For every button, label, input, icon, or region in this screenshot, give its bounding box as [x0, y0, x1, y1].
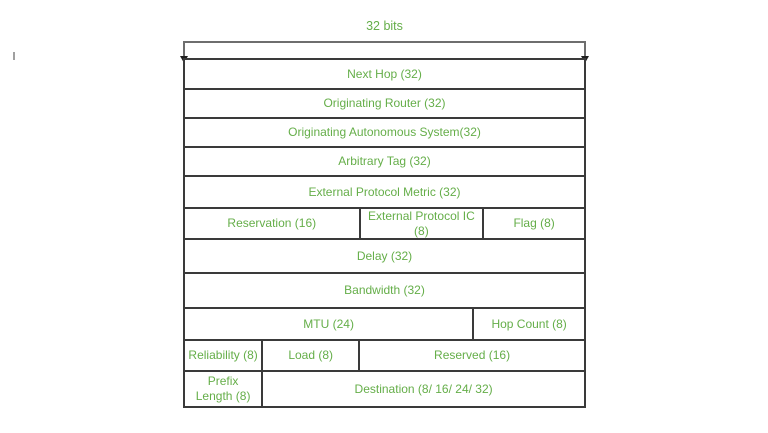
field-reliability: Reliability (8) — [185, 341, 264, 370]
field-originating-autonomous-system: Originating Autonomous System(32) — [288, 125, 481, 139]
field-external-protocol-metric: External Protocol Metric (32) — [308, 184, 461, 199]
table-row: Bandwidth (32) — [185, 274, 584, 309]
packet-format-table: Next Hop (32) Originating Router (32) Or… — [183, 58, 586, 408]
field-reserved: Reserved (16) — [434, 348, 511, 362]
table-row: External Protocol Metric (32) — [185, 177, 584, 209]
stray-tick-mark — [13, 52, 15, 60]
field-flag: Flag (8) — [513, 216, 555, 230]
field-reservation: Reservation (16) — [185, 209, 361, 238]
field-destination: Destination (8/ 16/ 24/ 32) — [354, 381, 493, 396]
table-row: Next Hop (32) — [185, 60, 584, 90]
bits-width-label: 32 bits — [366, 19, 403, 33]
field-prefix-length: Prefix Length (8) — [185, 372, 264, 406]
table-row: Originating Router (32) — [185, 90, 584, 119]
table-row: MTU (24) Hop Count (8) — [185, 309, 584, 341]
field-next-hop: Next Hop (32) — [347, 66, 422, 81]
field-external-protocol-ic: External Protocol IC (8) — [361, 209, 485, 238]
field-hop-count: Hop Count (8) — [491, 316, 567, 331]
table-row: Reliability (8) Load (8) Reserved (16) — [185, 341, 584, 372]
width-dimension-bracket — [180, 41, 589, 63]
table-row: Delay (32) — [185, 240, 584, 274]
table-row: Prefix Length (8) Destination (8/ 16/ 24… — [185, 372, 584, 406]
field-bandwidth: Bandwidth (32) — [344, 283, 425, 297]
field-arbitrary-tag: Arbitrary Tag (32) — [338, 154, 431, 168]
table-row: Reservation (16) External Protocol IC (8… — [185, 209, 584, 240]
field-delay: Delay (32) — [356, 248, 413, 263]
field-mtu: MTU (24) — [185, 309, 475, 339]
field-originating-router: Originating Router (32) — [323, 96, 446, 110]
field-load: Load (8) — [263, 341, 361, 370]
table-row: Originating Autonomous System(32) — [185, 119, 584, 148]
table-row: Arbitrary Tag (32) — [185, 148, 584, 177]
